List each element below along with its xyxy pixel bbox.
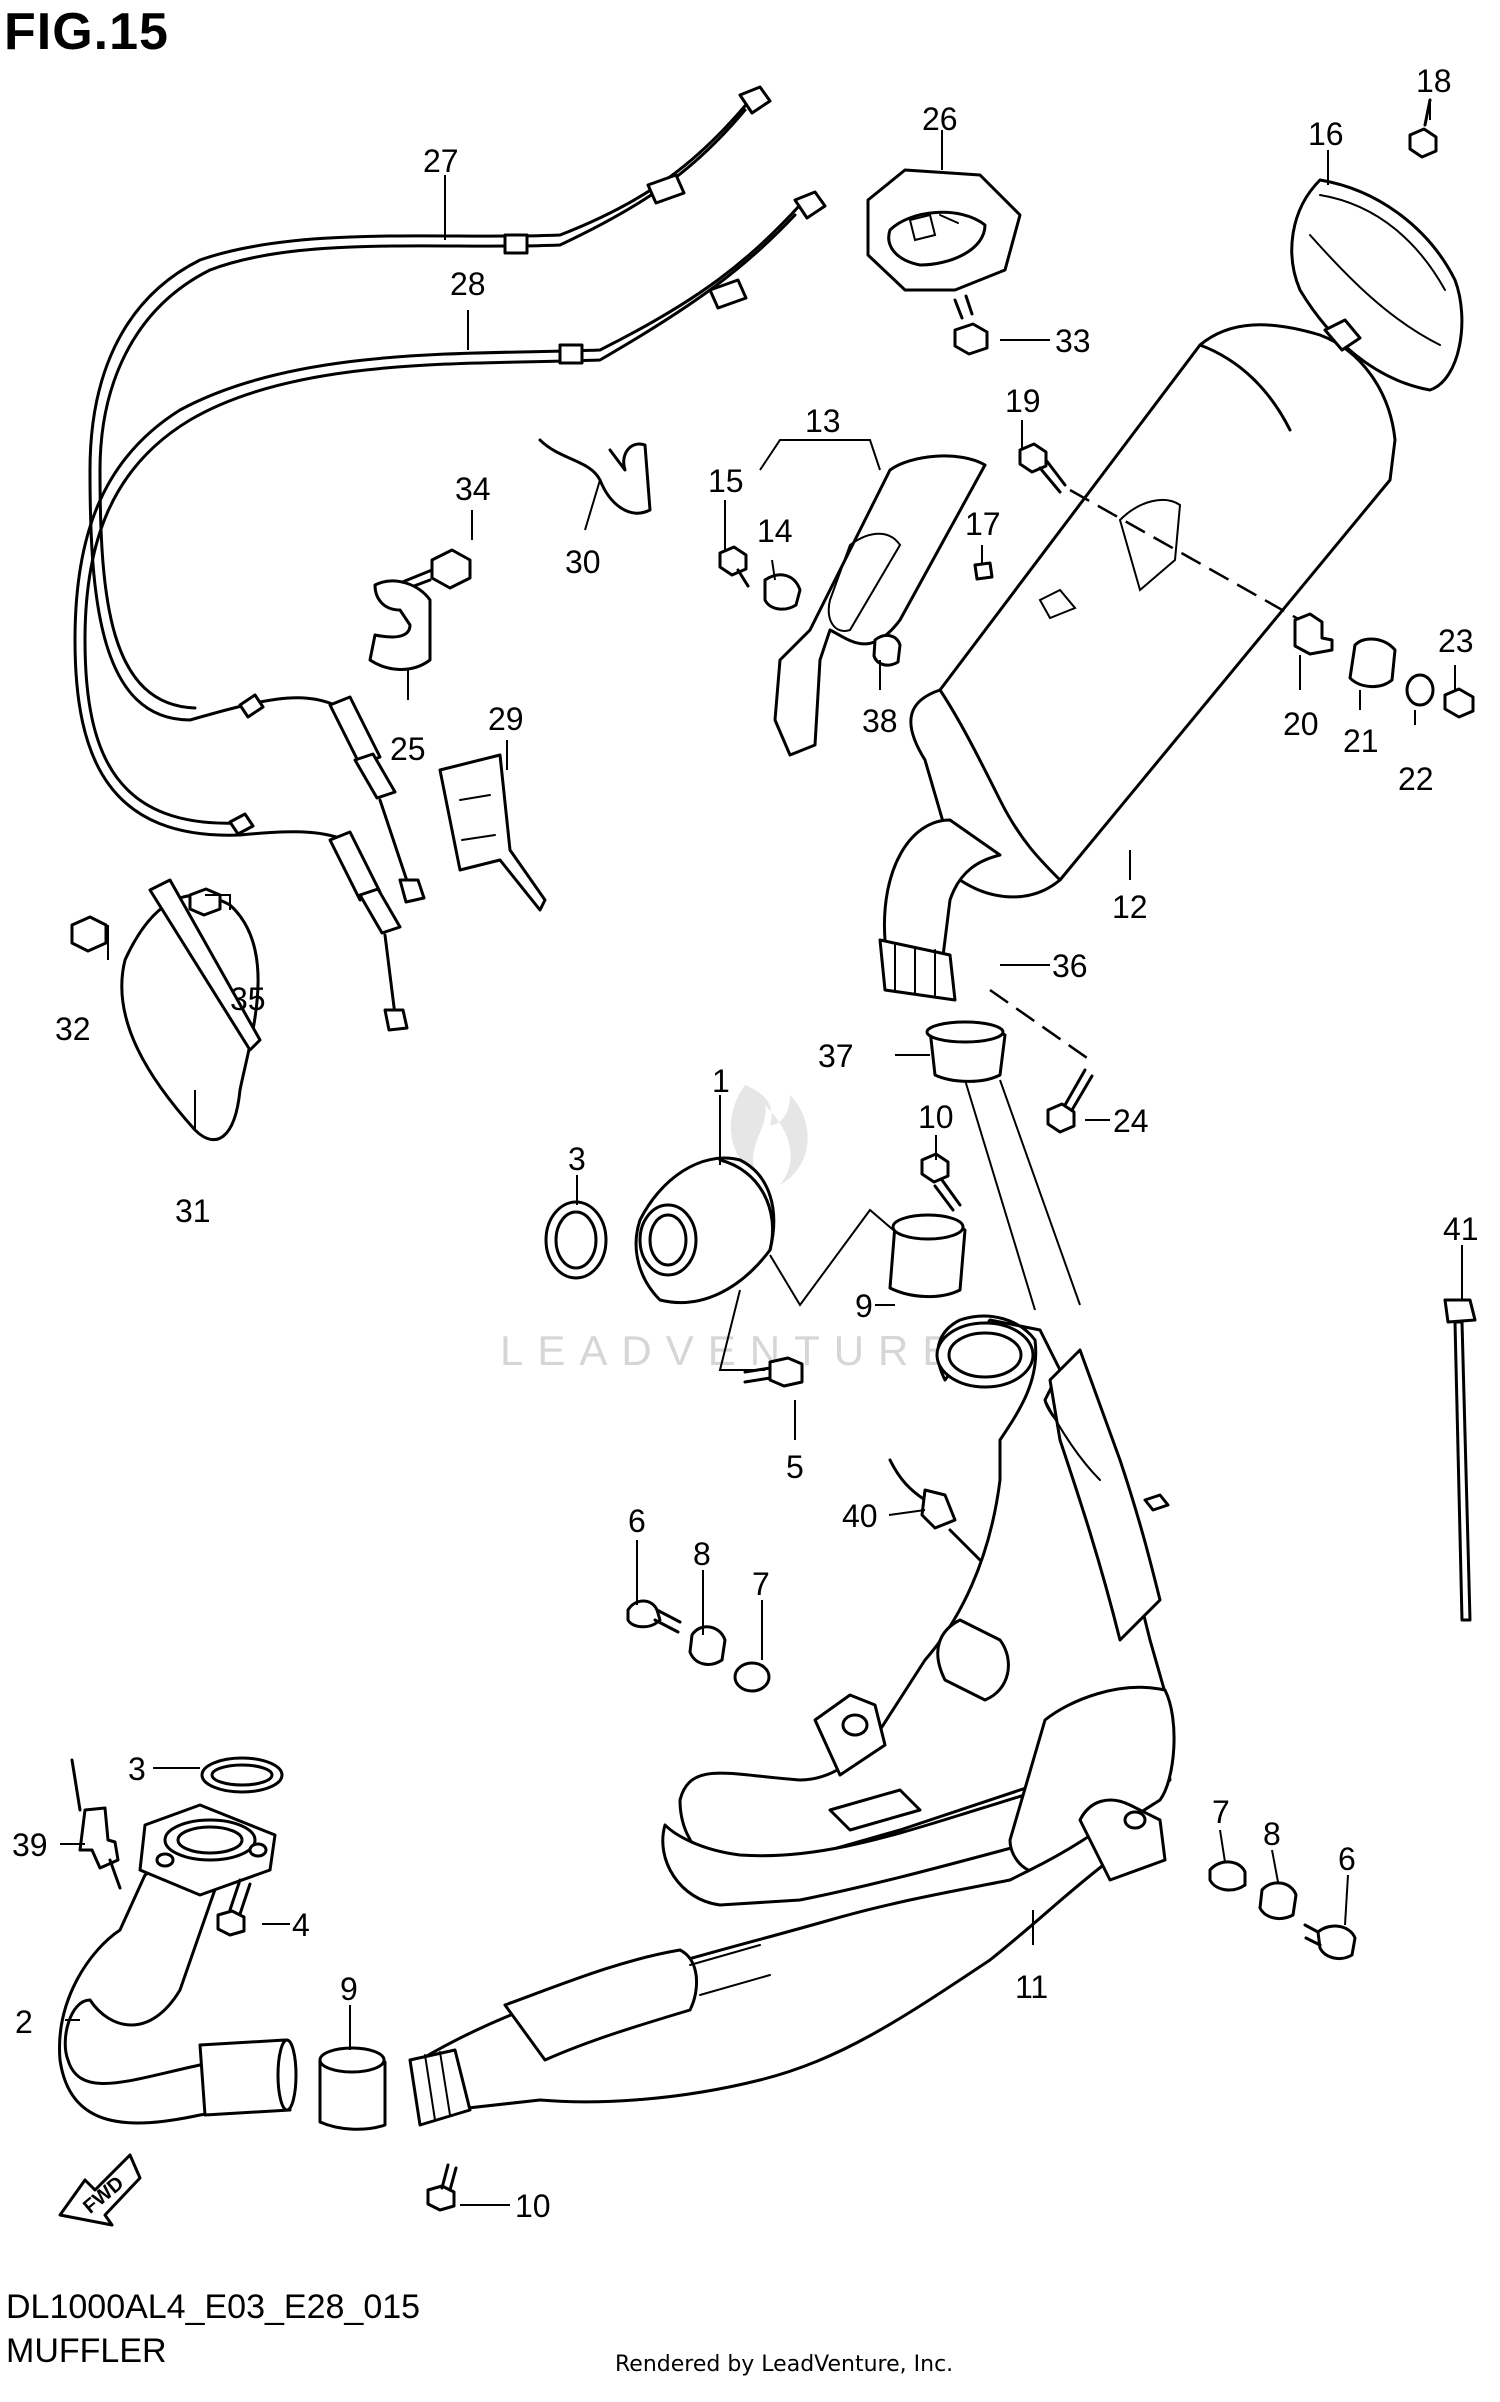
callout-3-lower: 3 [128, 1751, 146, 1787]
clip-30 [538, 438, 652, 515]
callout-20: 20 [1283, 706, 1319, 742]
callout-6-left: 6 [628, 1503, 646, 1539]
callout-41: 41 [1443, 1211, 1479, 1247]
throttle-cables [73, 85, 827, 1032]
callout-34: 34 [455, 471, 491, 507]
callout-28: 28 [450, 266, 486, 302]
callout-18: 18 [1416, 63, 1452, 99]
callout-17: 17 [965, 506, 1001, 542]
callout-labels: 27 28 34 30 25 29 32 35 31 26 33 16 18 1… [12, 63, 1479, 2224]
callout-40: 40 [842, 1498, 878, 1534]
end-cap-16 [1290, 178, 1464, 392]
callout-26: 26 [922, 101, 958, 137]
collar-35 [188, 887, 222, 917]
callout-39: 39 [12, 1827, 48, 1863]
callout-2: 2 [15, 2004, 33, 2040]
callout-10-lower: 10 [515, 2188, 551, 2224]
clamp-25 [368, 579, 432, 671]
callout-12: 12 [1112, 889, 1148, 925]
callout-13: 13 [805, 403, 841, 439]
callout-5: 5 [786, 1449, 804, 1485]
callout-30: 30 [565, 544, 601, 580]
model-code: DL1000AL4_E03_E28_015 [6, 2288, 421, 2326]
callout-35: 35 [230, 981, 266, 1017]
fwd-arrow-icon: FWD [58, 2153, 142, 2227]
callout-19: 19 [1005, 383, 1041, 419]
callout-16: 16 [1308, 116, 1344, 152]
nut-32 [70, 915, 108, 953]
callout-23: 23 [1438, 623, 1474, 659]
callout-4: 4 [292, 1907, 310, 1943]
callout-22: 22 [1398, 761, 1434, 797]
callout-21: 21 [1343, 723, 1379, 759]
callout-8-left: 8 [693, 1536, 711, 1572]
header-pipe-2 [58, 1803, 298, 2125]
callout-10-upper: 10 [918, 1099, 954, 1135]
callout-32: 32 [55, 1011, 91, 1047]
callout-1: 1 [712, 1063, 730, 1099]
callout-36: 36 [1052, 948, 1088, 984]
figure-title: FIG.15 [4, 3, 169, 61]
callout-14: 14 [757, 513, 793, 549]
watermark-text: LEADVENTURE [500, 1327, 964, 1374]
callout-6-right: 6 [1338, 1841, 1356, 1877]
callout-29: 29 [488, 701, 524, 737]
callout-25: 25 [390, 731, 426, 767]
callout-7-left: 7 [752, 1566, 770, 1602]
callout-11: 11 [1015, 1969, 1048, 2005]
rendered-by-credit: Rendered by LeadVenture, Inc. [615, 2352, 954, 2377]
plate-29 [438, 753, 547, 912]
callout-37: 37 [818, 1038, 854, 1074]
callout-33: 33 [1055, 323, 1091, 359]
assembly-name: MUFFLER [6, 2332, 167, 2370]
callout-3-upper: 3 [568, 1141, 586, 1177]
callout-24: 24 [1113, 1103, 1149, 1139]
watermark-flame-icon [730, 1085, 808, 1185]
callout-38: 38 [862, 703, 898, 739]
callout-27: 27 [423, 143, 459, 179]
muffler-12 [878, 318, 1397, 1002]
callout-9-upper: 9 [855, 1288, 873, 1324]
callout-31: 31 [175, 1193, 211, 1229]
callout-9-lower: 9 [340, 1971, 358, 2007]
callout-7-right: 7 [1212, 1794, 1230, 1830]
callout-8-right: 8 [1263, 1816, 1281, 1852]
exhaust-pipe-11 [418, 1314, 1176, 2112]
leader-lines [60, 100, 1463, 2206]
callout-15: 15 [708, 463, 744, 499]
